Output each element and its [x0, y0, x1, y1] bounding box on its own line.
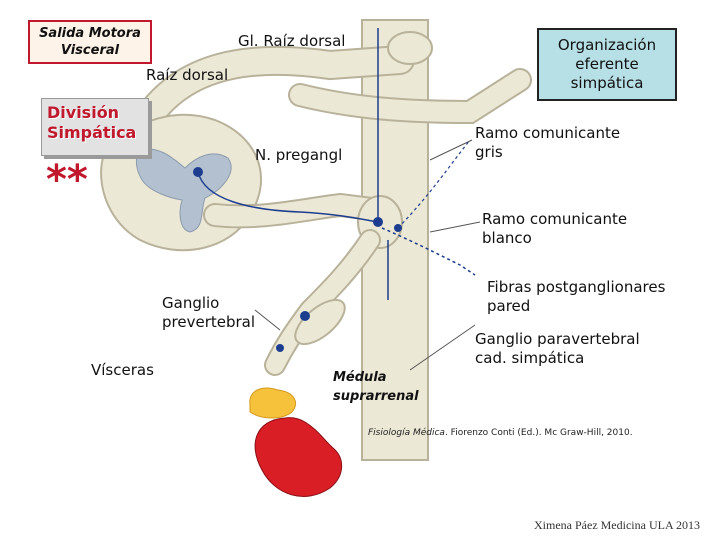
kidney — [254, 417, 343, 497]
gray-ramus-fiber — [397, 139, 471, 229]
postganglionic-fiber-wall — [381, 227, 476, 276]
gl-raiz-dorsal-label: Gl. Raíz dorsal — [238, 32, 346, 50]
citation-rest: . Fiorenzo Conti (Ed.). Mc Graw-Hill, 20… — [444, 428, 633, 438]
prevertebral-neuron — [300, 311, 310, 321]
dorsal-root-ganglion — [387, 31, 433, 65]
division-simpatica-label: División Simpática — [47, 103, 137, 142]
ganglio-prevertebral-label: Ganglio prevertebral — [162, 294, 256, 331]
prevertebral-ganglion — [294, 298, 346, 346]
division-simpatica-box — [41, 98, 149, 156]
organizacion-eferente-box: Organización eferente simpática — [537, 28, 677, 101]
ganglio-paravertebral-label: Ganglio paravertebral cad. simpática — [475, 330, 640, 367]
fibras-post-label: Fibras postganglionares pared — [487, 278, 666, 315]
medula-suprarrenal-label: Médula suprarrenal — [333, 370, 419, 404]
salida-motora-box: Salida Motora Visceral — [28, 20, 152, 64]
ramo-blanco-label: Ramo comunicante blanco — [482, 210, 628, 247]
n-pregangl-label: N. pregangl — [255, 146, 343, 164]
citation: Fisiología Médica. Fiorenzo Conti (Ed.).… — [368, 428, 633, 438]
citation-title: Fisiología Médica — [368, 428, 445, 438]
gray-matter — [135, 148, 232, 233]
stars-mark: ** — [46, 157, 88, 203]
visceras-label: Vísceras — [91, 361, 154, 379]
raiz-dorsal-label: Raíz dorsal — [146, 66, 229, 84]
ramo-gris-label: Ramo comunicante gris — [475, 124, 621, 161]
adrenal-gland — [249, 387, 296, 419]
credit: Ximena Páez Medicina ULA 2013 — [534, 518, 700, 532]
preganglionic-fiber — [197, 171, 379, 223]
